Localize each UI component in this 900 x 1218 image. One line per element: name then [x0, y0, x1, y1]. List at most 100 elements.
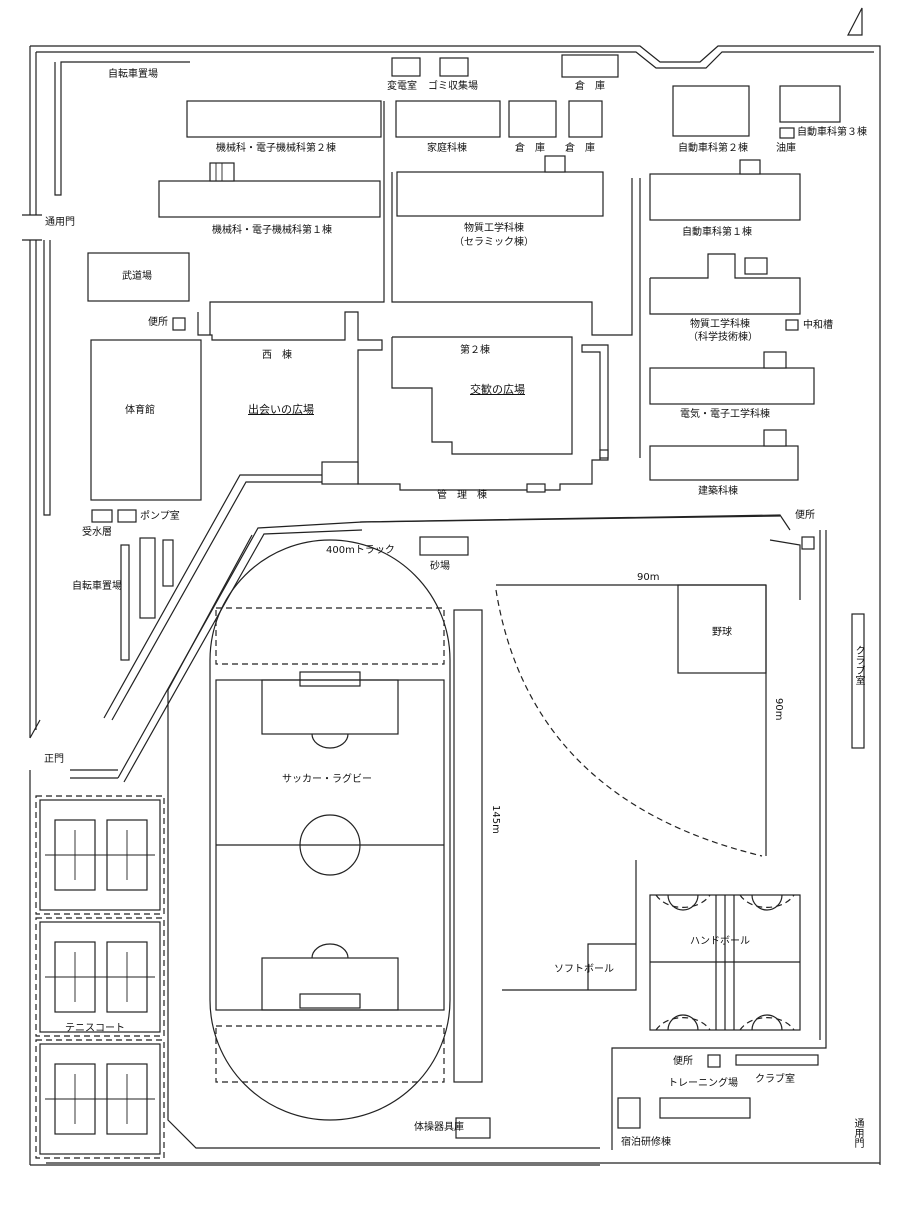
toilet-square-icon	[599, 449, 609, 459]
warehouse-top	[561, 54, 619, 78]
label-admin: 管 理 棟	[437, 490, 487, 501]
label-softball: ソフトボール	[554, 964, 614, 975]
label-90m-side: 90m	[773, 698, 784, 721]
architecture-building	[649, 445, 799, 481]
label-west-building: 西 棟	[262, 350, 292, 361]
label-exchange-plaza: 交歓の広場	[470, 383, 525, 396]
label-mech-2: 機械科・電子機械科第２棟	[216, 143, 336, 154]
toilet-square-icon	[707, 1054, 721, 1068]
label-toilet-1: 便所	[148, 317, 168, 328]
label-auto-1: 自動車科第１棟	[682, 227, 752, 238]
auto-building-3	[779, 85, 841, 123]
water-tank	[91, 509, 113, 523]
label-materials-science: 物質工学科棟	[690, 319, 750, 330]
label-baseball: 野球	[712, 627, 732, 638]
label-ceramic: （セラミック棟）	[454, 237, 534, 248]
handball-court	[649, 894, 801, 1031]
label-90m-top: 90m	[637, 572, 660, 583]
label-home-ec: 家庭科棟	[427, 143, 467, 154]
stairs-icon	[544, 155, 566, 173]
auto-building-2	[672, 85, 750, 137]
mech-building-1	[158, 180, 381, 218]
bicycle-shed-bottom-3	[162, 539, 174, 587]
auto-building-1	[649, 173, 801, 221]
north-arrow-icon	[847, 7, 863, 36]
label-oil: 油庫	[776, 143, 796, 154]
soccer-field	[215, 671, 445, 1011]
label-145m: 145m	[490, 805, 501, 834]
label-materials: 物質工学科棟	[464, 223, 524, 234]
tennis-courts	[35, 795, 165, 1159]
label-club-right: クラブ室	[853, 645, 864, 685]
lodging-building	[617, 1097, 641, 1129]
baseball-field	[495, 584, 767, 857]
stairs-icon	[763, 351, 787, 369]
label-gymnasium: 体育館	[125, 405, 155, 416]
warehouse-mid-2	[568, 100, 603, 138]
bicycle-shed-bottom-1	[120, 544, 130, 661]
track-400m	[209, 539, 451, 1121]
label-water-tank: 受水層	[82, 527, 112, 538]
club-room-bottom	[735, 1054, 819, 1066]
label-track: 400mトラック	[326, 545, 395, 556]
label-lodging: 宿泊研修棟	[621, 1137, 671, 1148]
label-neutral-tank: 中和槽	[803, 320, 833, 331]
label-soccer: サッカー・ラグビー	[282, 774, 372, 785]
warehouse-mid-1	[508, 100, 557, 138]
stairs-icon	[744, 257, 768, 275]
label-electrical: 電気・電子工学科棟	[680, 409, 770, 420]
label-mech-1: 機械科・電子機械科第１棟	[212, 225, 332, 236]
label-meeting-plaza: 出会いの広場	[248, 403, 314, 416]
label-side-gate-se: 通用門	[852, 1118, 863, 1148]
label-handball: ハンドボール	[690, 936, 750, 947]
building-2	[391, 336, 573, 455]
label-equipment: 体操器具庫	[414, 1122, 464, 1133]
home-ec-building	[395, 100, 501, 138]
neutral-tank	[785, 319, 799, 331]
garbage-building	[439, 57, 469, 77]
straight-lane	[453, 609, 483, 1083]
mech-building-2	[186, 100, 382, 138]
materials-science-building	[649, 253, 801, 315]
sandbox	[419, 536, 469, 556]
stairs-icon	[526, 483, 546, 493]
label-toilet-3: 便所	[673, 1056, 693, 1067]
label-main-gate: 正門	[44, 754, 64, 765]
equipment-store	[455, 1117, 491, 1139]
electrical-building	[649, 367, 815, 405]
label-auto-2: 自動車科第２棟	[678, 143, 748, 154]
west-building	[197, 311, 609, 491]
label-pump: ポンプ室	[140, 511, 180, 522]
label-bicycle-bottom: 自転車置場	[72, 581, 122, 592]
gymnasium	[90, 339, 202, 501]
label-architecture: 建築科棟	[698, 486, 738, 497]
stairs-icon	[739, 159, 761, 175]
label-side-gate-west: 通用門	[45, 217, 75, 228]
label-club-bottom: クラブ室	[755, 1074, 795, 1085]
label-tennis: テニスコート	[65, 1023, 125, 1034]
stairs-icon	[763, 429, 787, 447]
label-garbage: ゴミ収集場	[428, 81, 478, 92]
toilet-square-icon	[801, 536, 815, 550]
label-toilet-2: 便所	[795, 510, 815, 521]
training-building	[659, 1097, 751, 1119]
club-room-right	[851, 613, 865, 749]
label-sandbox: 砂場	[430, 561, 450, 572]
label-budojo: 武道場	[122, 271, 152, 282]
toilet-square-icon	[172, 317, 186, 331]
substation-building	[391, 57, 421, 77]
materials-building	[396, 171, 604, 217]
pump-room	[117, 509, 137, 523]
bicycle-shed-bottom-2	[139, 537, 156, 619]
label-building-2: 第２棟	[460, 345, 490, 356]
label-auto-3: 自動車科第３棟	[797, 127, 867, 138]
oil-store	[779, 127, 795, 139]
campus-boundary	[22, 45, 881, 1166]
label-substation: 変電室	[387, 81, 417, 92]
label-bicycle-top: 自転車置場	[108, 69, 158, 80]
label-science-tech: （科学技術棟）	[688, 332, 758, 343]
label-warehouse-top: 倉 庫	[575, 81, 605, 92]
stairs-icon	[321, 461, 359, 485]
budojo-building	[87, 252, 190, 302]
